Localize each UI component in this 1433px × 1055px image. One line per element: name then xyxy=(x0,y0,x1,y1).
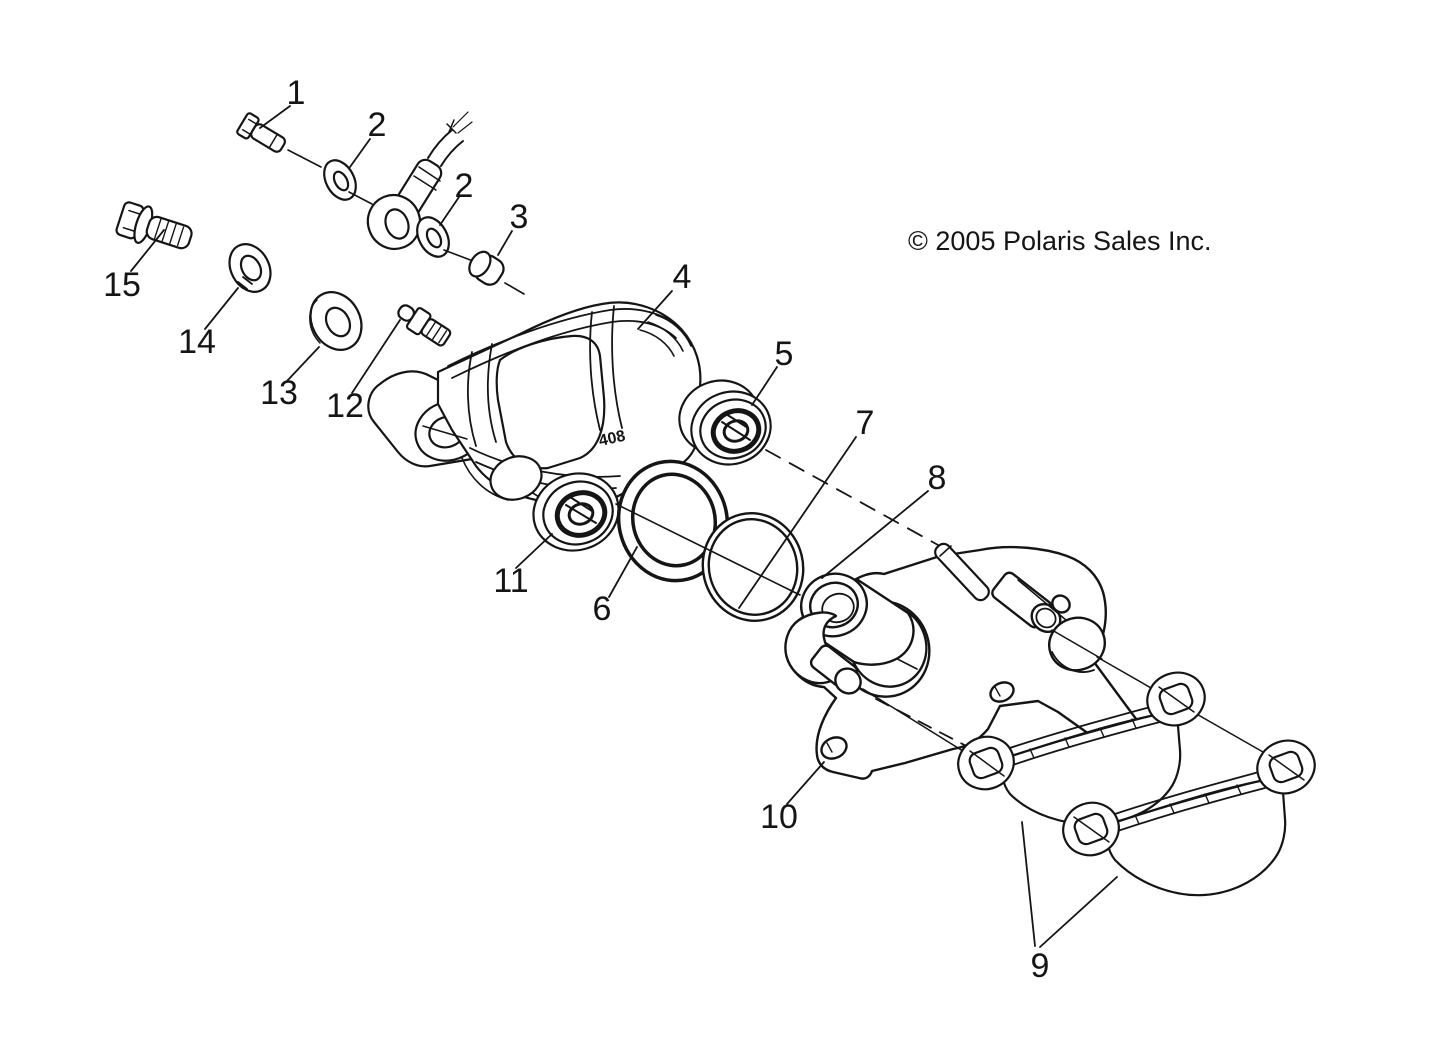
part-2-washer-upper xyxy=(323,159,373,205)
leader-3 xyxy=(497,230,513,256)
leader-9a xyxy=(1021,821,1036,947)
part-3-cap xyxy=(468,250,525,295)
part-14-lock-washer xyxy=(228,243,272,293)
bracket-ear-hook xyxy=(784,611,862,695)
callout-2b: 2 xyxy=(455,167,474,205)
copyright-notice: © 2005 Polaris Sales Inc. xyxy=(908,226,1212,256)
leader-15 xyxy=(130,229,165,272)
leader-lines xyxy=(130,105,1118,948)
part-15-flange-bolt xyxy=(115,201,193,250)
callout-9: 9 xyxy=(1031,947,1050,985)
part-11-dust-boot xyxy=(532,472,620,552)
callout-13: 13 xyxy=(260,374,298,412)
part-9-brake-pad-rear xyxy=(957,671,1206,826)
leader-2a xyxy=(349,138,371,168)
guide-pin xyxy=(934,542,990,602)
leader-12 xyxy=(351,319,401,394)
leader-4 xyxy=(637,290,673,330)
callout-8: 8 xyxy=(928,459,947,497)
callout-15: 15 xyxy=(103,266,141,304)
part-1-banjo-bolt xyxy=(236,112,322,168)
leader-9b xyxy=(1039,876,1118,948)
leader-5 xyxy=(751,366,778,406)
bracket-pin-bushing xyxy=(991,571,1079,633)
callout-labels: 1 2 2 3 4 5 7 8 15 14 13 12 11 6 10 9 xyxy=(103,74,1049,985)
callout-1: 1 xyxy=(287,74,306,112)
callout-12: 12 xyxy=(326,387,364,425)
hole-axis-diagonals xyxy=(422,425,1305,843)
callout-14: 14 xyxy=(178,323,216,361)
callout-7: 7 xyxy=(856,404,875,442)
brake-hose-fitting xyxy=(366,111,473,250)
leader-2b xyxy=(439,196,460,226)
callout-5: 5 xyxy=(775,335,794,373)
part-13-flat-washer xyxy=(309,291,363,351)
leader-6 xyxy=(608,546,638,598)
leader-14 xyxy=(204,287,239,330)
leader-13 xyxy=(286,346,320,382)
leader-10 xyxy=(786,761,825,805)
callout-3: 3 xyxy=(510,198,529,236)
callout-11: 11 xyxy=(493,562,528,600)
callout-4: 4 xyxy=(673,258,692,296)
leader-7 xyxy=(738,436,857,609)
callout-6: 6 xyxy=(593,590,612,628)
centerline-dashed-lower xyxy=(875,698,973,750)
part-2-washer-lower xyxy=(416,216,474,262)
axis-line-through-seals xyxy=(615,503,801,596)
part-5-dust-boot xyxy=(678,379,772,466)
centerline-dashed-upper xyxy=(765,449,939,546)
caliper-casting-marking: 408 xyxy=(597,428,627,450)
callout-2a: 2 xyxy=(368,106,387,144)
leader-11 xyxy=(515,533,553,569)
part-4-caliper-body xyxy=(367,301,702,552)
leader-8 xyxy=(821,490,929,579)
callout-10: 10 xyxy=(760,798,798,836)
leader-1 xyxy=(259,105,291,129)
part-12-bleeder-screw xyxy=(397,304,452,347)
part-7-o-ring xyxy=(701,512,805,622)
